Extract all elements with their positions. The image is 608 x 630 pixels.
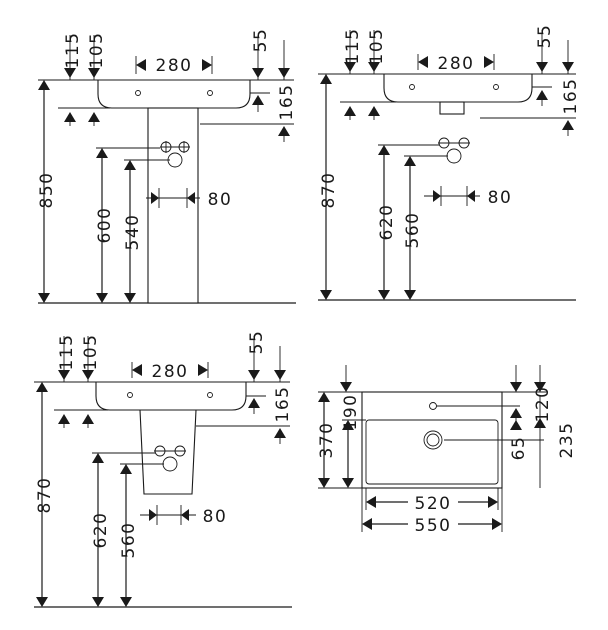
dim-right-a: 55 <box>251 28 271 53</box>
basin-body <box>383 73 533 103</box>
wall-hung-view: 870 620 560 115 105 280 55 165 <box>318 24 581 301</box>
dim-tap-offset: 120 <box>533 386 553 423</box>
dim-width-center: 280 <box>156 56 193 76</box>
dim-bowl-depth: 190 <box>341 394 361 431</box>
basin-body <box>95 381 247 411</box>
dim-trap-height: 620 <box>377 204 397 241</box>
dim-total-height: 870 <box>35 477 55 514</box>
dim-outlet-height: 560 <box>119 522 139 559</box>
dim-inner-width: 520 <box>415 494 452 514</box>
dim-outlet-height: 560 <box>403 212 423 249</box>
dim-total-height: 850 <box>37 172 57 209</box>
dim-top-b: 105 <box>81 334 101 371</box>
dim-top-a: 115 <box>57 334 77 371</box>
dim-width-center: 280 <box>438 54 475 74</box>
dim-top-a: 115 <box>63 32 83 69</box>
dim-right-b: 165 <box>561 78 581 115</box>
dim-depth: 370 <box>317 422 337 459</box>
pedestal-column <box>147 107 199 304</box>
dim-offset: 80 <box>488 188 513 208</box>
dim-trap-height: 620 <box>91 512 111 549</box>
dim-right-b: 165 <box>273 386 293 423</box>
trap-cover <box>439 101 465 115</box>
top-view: 370 190 120 65 235 520 550 <box>317 365 577 536</box>
dim-right-a: 55 <box>247 330 267 355</box>
dim-top-b: 105 <box>367 28 387 65</box>
drain <box>423 430 443 450</box>
dim-right-b: 165 <box>277 84 297 121</box>
dim-top-a: 115 <box>343 28 363 65</box>
dim-offset: 80 <box>208 190 233 210</box>
dim-width-center: 280 <box>152 362 189 382</box>
dim-top-b: 105 <box>87 32 107 69</box>
dim-offset: 80 <box>203 507 228 527</box>
pedestal-view: 850 600 540 115 105 280 55 165 <box>37 28 297 304</box>
dim-drain-offset: 65 <box>509 436 529 461</box>
basin-body <box>97 79 251 109</box>
dim-outlet-height: 540 <box>123 214 143 251</box>
dim-outer-width: 550 <box>415 516 452 536</box>
dim-trap-height: 600 <box>95 207 115 244</box>
dim-right-a: 55 <box>535 24 555 49</box>
dim-back-depth: 235 <box>557 422 577 459</box>
dim-total-height: 870 <box>319 172 339 209</box>
semi-pedestal-view: 870 620 560 115 105 280 55 165 <box>34 330 293 608</box>
bowl-outline <box>365 419 499 485</box>
semi-pedestal <box>139 409 197 495</box>
